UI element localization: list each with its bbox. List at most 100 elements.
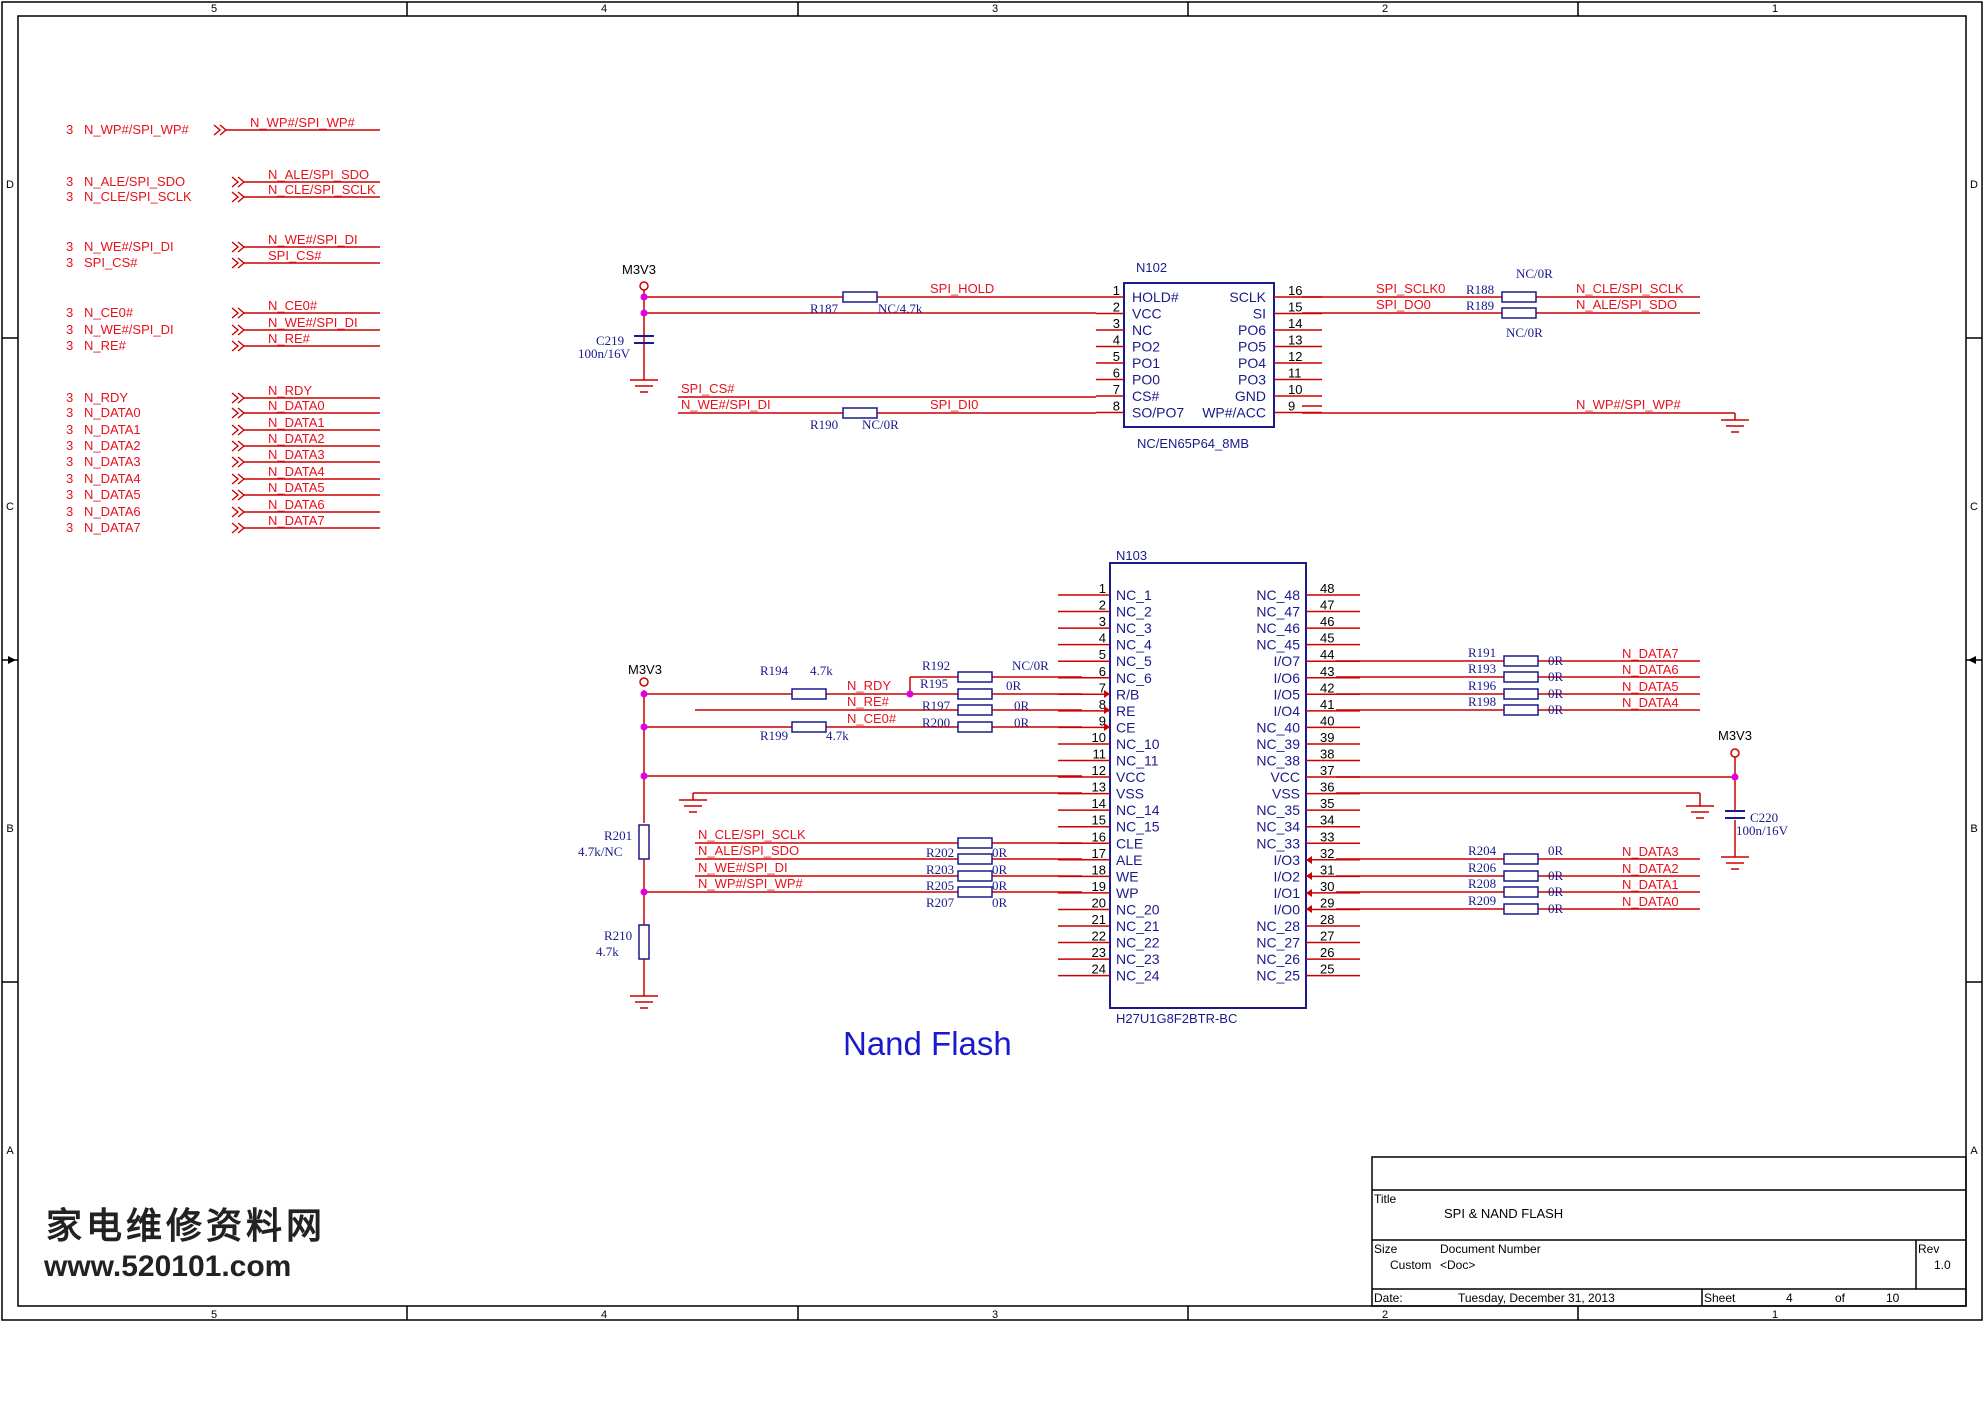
pin-name: NC_47 <box>1256 604 1300 620</box>
ground-icon <box>630 995 658 1009</box>
net-label: N_DATA5 <box>268 480 325 495</box>
pin-name: SI <box>1253 306 1266 322</box>
pin-name: NC_22 <box>1116 935 1160 951</box>
frame-col-bottom: 1 <box>1772 1309 1778 1321</box>
pin-name: RE <box>1116 703 1135 719</box>
page-heading: Nand Flash <box>843 1025 1012 1062</box>
off-page-sheet-ref: 3 <box>66 504 73 519</box>
off-page-connector: 3 N_WP#/SPI_WP# N_WP#/SPI_WP# <box>66 115 380 137</box>
pin-number: 13 <box>1288 333 1302 348</box>
r187-ref: R187 <box>810 301 839 316</box>
ic-pin: 41I/O4 <box>1274 697 1360 719</box>
size-label: Size <box>1374 1242 1398 1256</box>
net-label: N_DATA3 <box>1622 844 1679 859</box>
pin-name: I/O5 <box>1274 686 1301 702</box>
resistor-ref: R204 <box>1468 843 1497 858</box>
pin-name: NC_4 <box>1116 637 1152 653</box>
pin-number: 44 <box>1320 647 1334 662</box>
net-label: N_CLE/SPI_SCLK <box>698 827 806 842</box>
net-label: N_DATA4 <box>1622 695 1679 710</box>
pin-number: 3 <box>1099 614 1106 629</box>
r205-ref: R205 <box>926 878 954 893</box>
pin-number: 9 <box>1288 399 1295 414</box>
frame-col-top: 3 <box>992 3 998 15</box>
off-page-sheet-ref: 3 <box>66 122 73 137</box>
resistor-r195 <box>957 688 993 700</box>
pin-number: 28 <box>1320 912 1334 927</box>
pin-number: 24 <box>1092 962 1106 977</box>
pin-name: I/O6 <box>1274 670 1301 686</box>
resistor-r207 <box>957 886 993 898</box>
junction-dot <box>640 690 648 698</box>
pin-name: NC_21 <box>1116 918 1160 934</box>
r195-ref: R195 <box>920 676 948 691</box>
n103-left-wiring <box>643 676 1082 996</box>
pin-number: 11 <box>1288 366 1302 381</box>
pin-number: 37 <box>1320 763 1334 778</box>
r202-ref: R202 <box>926 845 954 860</box>
pin-name: PO5 <box>1238 339 1266 355</box>
off-page-name: N_DATA4 <box>84 471 141 486</box>
r188-value: NC/0R <box>1516 266 1553 281</box>
r203-ref: R203 <box>926 862 954 877</box>
pin-name: VSS <box>1272 786 1300 802</box>
off-page-arrow-icon <box>231 392 246 404</box>
pin-name: NC_10 <box>1116 736 1160 752</box>
of-label: of <box>1835 1291 1846 1305</box>
net-label: N_WE#/SPI_DI <box>268 315 358 330</box>
pin-number: 22 <box>1092 929 1106 944</box>
net-label: N_DATA3 <box>268 447 325 462</box>
off-page-sheet-ref: 3 <box>66 487 73 502</box>
pin-name: VCC <box>1132 306 1162 322</box>
pin-number: 13 <box>1092 780 1106 795</box>
pin-name: R/B <box>1116 686 1139 702</box>
frame-arrows <box>8 656 1976 664</box>
frame-col-top: 5 <box>211 3 217 15</box>
off-page-name: N_DATA2 <box>84 438 141 453</box>
pin-number: 14 <box>1092 796 1106 811</box>
r192-ref: R192 <box>922 658 950 673</box>
resistor-r203 <box>957 853 993 865</box>
pin-name: PO1 <box>1132 355 1160 371</box>
c220-value: 100n/16V <box>1736 823 1789 838</box>
resistor-body <box>1503 853 1539 865</box>
pin-name: NC_25 <box>1256 968 1300 984</box>
resistor-value: 0R <box>1548 843 1564 858</box>
net-label: N_WE#/SPI_DI <box>681 397 771 412</box>
pin-number: 1 <box>1099 581 1106 596</box>
pin-number: 14 <box>1288 316 1302 331</box>
net-label: N_WP#/SPI_WP# <box>250 115 356 130</box>
pin-number: 34 <box>1320 813 1334 828</box>
net-label: N_RE# <box>847 694 890 709</box>
pin-name: I/O4 <box>1274 703 1301 719</box>
r188-ref: R188 <box>1466 282 1494 297</box>
n102-power-wiring <box>643 290 1736 420</box>
off-page-name: N_WP#/SPI_WP# <box>84 122 190 137</box>
resistor-r202 <box>957 837 993 849</box>
resistor-body <box>1503 870 1539 882</box>
pin-name: NC_26 <box>1256 951 1300 967</box>
size-value: Custom <box>1390 1258 1431 1272</box>
off-page-arrow-icon <box>231 489 246 501</box>
net-label: N_WE#/SPI_DI <box>698 860 788 875</box>
off-page-sheet-ref: 3 <box>66 422 73 437</box>
